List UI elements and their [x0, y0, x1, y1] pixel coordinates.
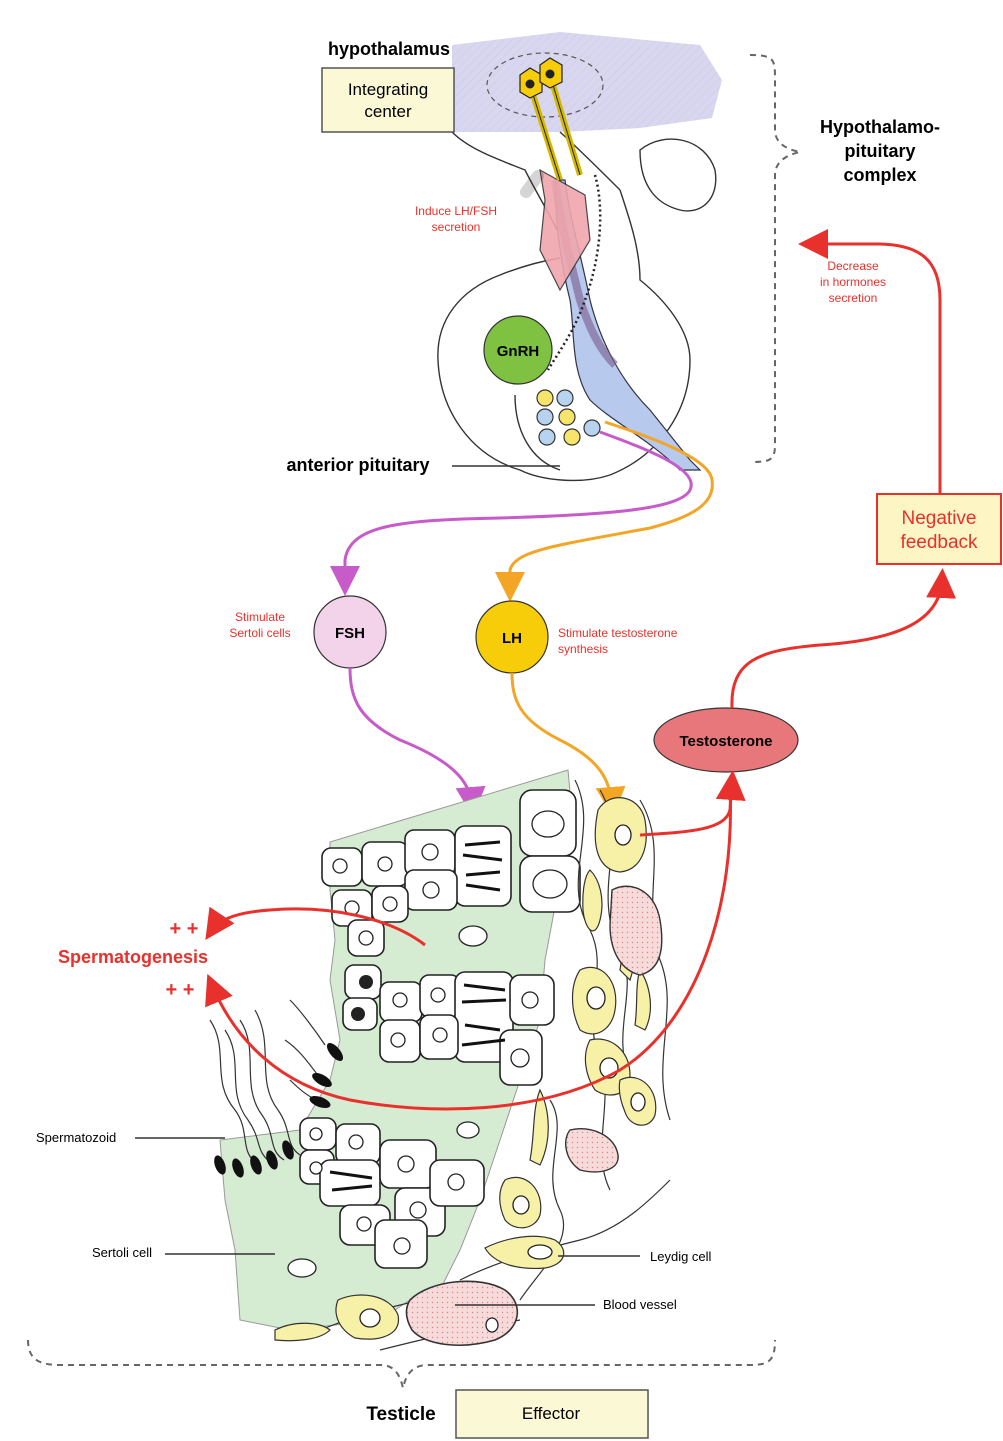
integrating-center-box: Integrating center	[321, 67, 455, 133]
gnrh-neurons	[519, 57, 583, 181]
complex-label-line-2: pituitary	[844, 141, 915, 161]
fsh-label: FSH	[335, 625, 365, 642]
induce-label-line-2: secretion	[432, 220, 481, 234]
testosterone-to-spermatogenesis-arrow	[205, 789, 732, 1111]
gnrh-node: GnRH	[483, 315, 553, 385]
hypothalamus-region	[452, 32, 722, 132]
anterior-pituitary-label: anterior pituitary	[286, 455, 429, 475]
hypothalamus-label: hypothalamus	[328, 39, 450, 59]
induce-label-line-1: Induce LH/FSH	[415, 204, 497, 218]
fsh-node: FSH	[313, 595, 387, 669]
stimulate-sertoli-line-1: Stimulate	[235, 610, 285, 624]
integrating-center-line-1: Integrating	[348, 80, 428, 99]
stimulate-sertoli-line-2: Sertoli cells	[229, 626, 290, 640]
germ-cell-cluster-middle	[342, 964, 555, 1086]
spermatogenesis-label: Spermatogenesis	[58, 947, 208, 967]
decrease-label-line-3: secretion	[829, 291, 878, 305]
testosterone-label: Testosterone	[679, 733, 772, 750]
testosterone-node: Testosterone	[653, 707, 799, 773]
blood-vessel-label: Blood vessel	[603, 1297, 677, 1312]
lh-label: LH	[502, 630, 522, 647]
germ-cell-cluster-top	[321, 789, 581, 957]
blood-vessels	[405, 885, 663, 1346]
germ-cell-cluster-bottom	[287, 1117, 485, 1278]
spermatozoid-label: Spermatozoid	[36, 1130, 116, 1145]
complex-label-line-1: Hypothalamo-	[820, 117, 940, 137]
fsh-arrow-to-sertoli	[348, 667, 486, 817]
portal-vessels	[520, 168, 702, 471]
stimulate-testosterone-line-1: Stimulate testosterone	[558, 626, 678, 640]
testicle-bracket	[27, 1339, 776, 1389]
feedback-to-complex-arrow	[798, 229, 942, 494]
sertoli-to-spermatogenesis-arrow	[205, 906, 426, 947]
pituitary-cells	[536, 389, 601, 446]
complex-label-line-3: complex	[843, 165, 916, 185]
sertoli-cell-label: Sertoli cell	[92, 1245, 152, 1260]
spermatozoa	[209, 999, 344, 1178]
leydig-cells	[274, 797, 657, 1342]
leydig-to-testosterone-arrow	[639, 770, 746, 837]
plus-bottom: + +	[166, 979, 195, 1001]
negative-feedback-line-2: feedback	[900, 532, 978, 553]
fsh-arrow-to-fsh	[330, 430, 693, 596]
negative-feedback-box: Negative feedback	[876, 493, 1002, 565]
lh-arrow-to-leydig	[510, 672, 626, 817]
decrease-label-line-1: Decrease	[827, 259, 879, 273]
plus-top: + +	[170, 918, 199, 940]
testosterone-to-feedback-arrow	[730, 568, 957, 709]
testicle-label: Testicle	[366, 1404, 435, 1425]
gnrh-label: GnRH	[497, 343, 540, 360]
negative-feedback-line-1: Negative	[902, 508, 977, 529]
complex-bracket	[749, 54, 801, 463]
lh-node: LH	[475, 600, 549, 674]
effector-box: Effector	[455, 1389, 649, 1439]
decrease-label-line-2: in hormones	[820, 275, 886, 289]
integrating-center-line-2: center	[364, 102, 412, 121]
lh-arrow-to-lh	[495, 420, 714, 602]
stimulate-testosterone-line-2: synthesis	[558, 642, 608, 656]
leydig-cell-label: Leydig cell	[650, 1249, 712, 1264]
effector-label: Effector	[522, 1404, 581, 1423]
